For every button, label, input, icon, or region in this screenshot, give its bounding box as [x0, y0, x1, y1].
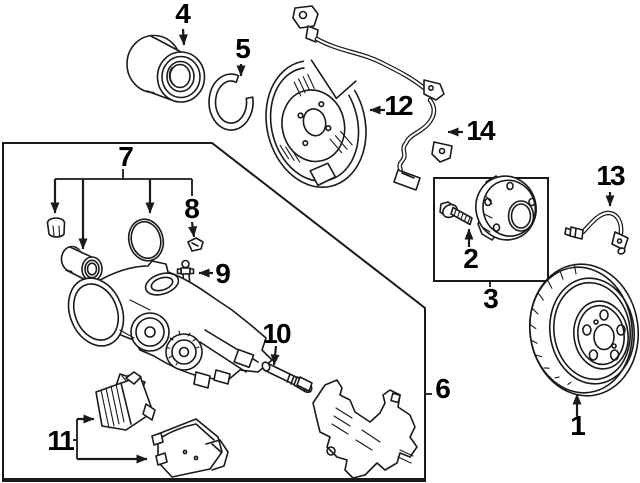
inner-pad	[95, 371, 156, 431]
bracket-7	[50, 169, 193, 250]
snap-ring	[208, 73, 254, 131]
callout-14[interactable]: 14	[466, 115, 495, 146]
hub-group-box	[433, 177, 549, 282]
splash-shield	[265, 49, 367, 189]
brake-pads	[95, 371, 229, 478]
caliper-body	[67, 260, 273, 389]
callout-arrows	[50, 28, 615, 464]
callout-7[interactable]: 7	[118, 141, 134, 172]
callout-6[interactable]: 6	[435, 373, 451, 404]
piston-seal	[127, 218, 165, 262]
callout-3[interactable]: 3	[483, 283, 499, 314]
brake-hose	[564, 210, 629, 255]
callout-13[interactable]: 13	[596, 160, 625, 191]
callout-9[interactable]: 9	[215, 258, 231, 289]
caliper-mounting-bracket	[296, 376, 418, 479]
callout-10[interactable]: 10	[262, 318, 291, 349]
callout-4[interactable]: 4	[175, 0, 191, 29]
abs-sensor-harness	[292, 5, 453, 191]
callout-8[interactable]: 8	[184, 193, 200, 224]
callout-1[interactable]: 1	[570, 410, 586, 441]
retainer-clip	[187, 237, 204, 252]
callout-2[interactable]: 2	[463, 243, 479, 274]
outer-pad	[151, 418, 229, 478]
brake-rotor	[528, 263, 640, 397]
bracket-11	[73, 414, 148, 464]
callout-12[interactable]: 12	[384, 90, 413, 121]
callout-5[interactable]: 5	[235, 33, 251, 64]
hub-bearing-assembly	[475, 175, 537, 241]
bleeder-cap	[46, 217, 66, 238]
caliper-piston	[60, 245, 103, 282]
callout-11[interactable]: 11	[47, 425, 75, 456]
hub-bolt	[439, 201, 473, 226]
wheel-bearing	[126, 34, 206, 103]
rotor-vent-slots	[529, 265, 577, 385]
